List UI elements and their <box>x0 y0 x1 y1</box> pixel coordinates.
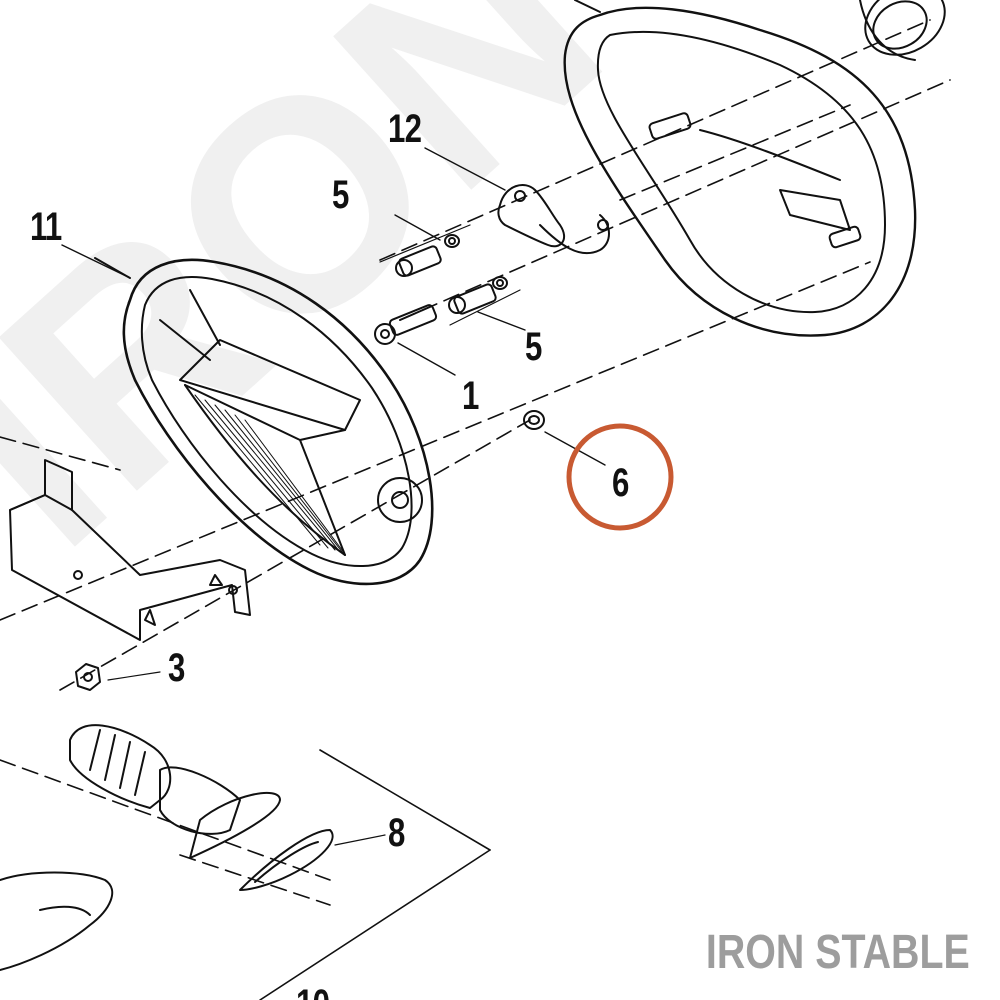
callout-3: 3 <box>168 646 185 690</box>
lower-scoop <box>0 871 114 971</box>
callout-12: 12 <box>388 107 422 151</box>
bracket-part-12 <box>497 184 610 255</box>
backplate-part-11 <box>94 257 434 586</box>
brand-label: IRON STABLE <box>706 926 970 979</box>
callout-1: 1 <box>462 374 479 418</box>
velocity-stack <box>69 724 281 859</box>
lower-part-lines <box>259 749 491 1000</box>
gasket-part-8 <box>239 829 386 891</box>
bolt-part-5b <box>448 276 521 326</box>
callout-10: 10 <box>296 984 330 1000</box>
mounting-bracket <box>9 459 251 641</box>
watermark-text: IRON STABLE <box>0 0 1000 608</box>
callout-8: 8 <box>388 811 405 855</box>
washer-part-6 <box>523 410 545 430</box>
bolt-part-1 <box>374 304 438 345</box>
callout-5-lower: 5 <box>525 325 542 369</box>
callout-5-upper: 5 <box>332 173 349 217</box>
nut-part-3 <box>75 663 161 691</box>
grommet-part <box>859 0 946 61</box>
rear-housing <box>563 0 917 337</box>
callout-11: 11 <box>30 205 62 249</box>
highlight-circle <box>566 423 674 531</box>
callout-6: 6 <box>612 461 629 505</box>
assembly-axis-lines <box>0 19 951 906</box>
bolt-part-5a <box>379 224 471 277</box>
